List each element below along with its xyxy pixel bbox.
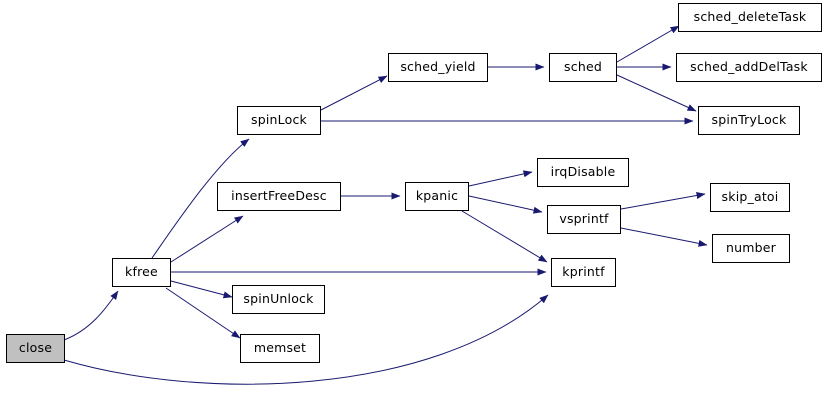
node-label-irqDisable: irqDisable: [550, 164, 616, 180]
node-label-sched_yield: sched_yield: [400, 59, 476, 75]
edge-vsprintf-to-number: [620, 227, 708, 247]
node-number[interactable]: number: [712, 234, 790, 263]
node-sched_deleteTask[interactable]: sched_deleteTask: [678, 3, 822, 32]
edge-close-to-kprintf: [63, 294, 549, 385]
node-kpanic[interactable]: kpanic: [405, 182, 469, 211]
node-vsprintf[interactable]: vsprintf: [547, 205, 621, 234]
node-insertFreeDesc[interactable]: insertFreeDesc: [217, 182, 341, 211]
edge-close-to-kfree: [63, 290, 119, 341]
node-label-sched: sched: [564, 59, 602, 75]
node-spinTryLock[interactable]: spinTryLock: [698, 106, 800, 135]
edge-kpanic-to-irqDisable: [468, 170, 533, 187]
node-label-number: number: [726, 240, 776, 256]
node-label-kprintf: kprintf: [562, 264, 605, 280]
node-memset[interactable]: memset: [240, 334, 320, 363]
edge-spinLock-to-sched_yield: [320, 75, 388, 111]
node-label-spinUnlock: spinUnlock: [243, 291, 314, 307]
edges-group: [63, 25, 708, 385]
node-label-kpanic: kpanic: [415, 188, 459, 204]
node-label-spinLock: spinLock: [251, 112, 307, 128]
edge-sched-to-sched_deleteTask: [616, 25, 680, 63]
node-kfree[interactable]: kfree: [112, 258, 171, 287]
node-irqDisable[interactable]: irqDisable: [537, 158, 629, 187]
node-skip_atoi[interactable]: skip_atoi: [710, 183, 790, 212]
node-sched[interactable]: sched: [549, 53, 617, 82]
node-sched_yield[interactable]: sched_yield: [388, 53, 488, 82]
edge-kfree-to-insertFreeDesc: [170, 215, 244, 263]
node-spinLock[interactable]: spinLock: [237, 106, 321, 135]
edge-kfree-to-spinLock: [151, 138, 250, 259]
node-label-spinTryLock: spinTryLock: [711, 112, 787, 128]
node-sched_addDelTask[interactable]: sched_addDelTask: [676, 53, 822, 82]
node-label-sched_deleteTask: sched_deleteTask: [693, 9, 807, 25]
node-label-skip_atoi: skip_atoi: [721, 189, 779, 205]
edge-kfree-to-spinUnlock: [170, 280, 233, 299]
edge-kfree-to-memset: [165, 287, 241, 339]
node-label-insertFreeDesc: insertFreeDesc: [231, 188, 327, 204]
edge-vsprintf-to-skip_atoi: [620, 192, 706, 210]
edge-kpanic-to-vsprintf: [468, 195, 543, 214]
node-spinUnlock[interactable]: spinUnlock: [232, 285, 325, 314]
node-kprintf[interactable]: kprintf: [551, 258, 616, 287]
node-label-kfree: kfree: [125, 264, 158, 280]
node-label-sched_addDelTask: sched_addDelTask: [690, 59, 808, 75]
edge-kpanic-to-kprintf: [461, 210, 548, 263]
node-label-vsprintf: vsprintf: [559, 211, 609, 227]
node-close[interactable]: close: [6, 334, 65, 363]
edge-sched-to-spinTryLock: [616, 74, 697, 112]
node-label-memset: memset: [253, 340, 307, 356]
node-label-close: close: [18, 340, 53, 356]
